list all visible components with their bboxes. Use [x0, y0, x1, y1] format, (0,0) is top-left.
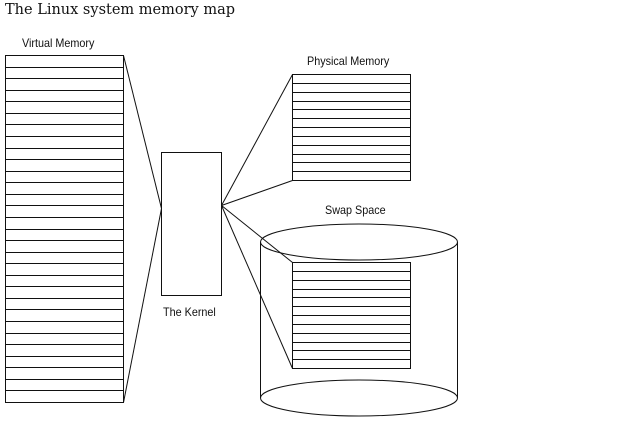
virtual-memory-block — [5, 55, 124, 403]
physical-memory-block — [292, 74, 411, 181]
diagram-title: The Linux system memory map — [5, 2, 235, 18]
swap-pages-block — [292, 262, 411, 369]
connector-vm-top — [123, 55, 162, 209]
connector-pm-top — [221, 74, 293, 206]
connector-vm-bottom — [123, 208, 162, 403]
connector-pm-bottom — [221, 180, 293, 206]
cylinder-bottom — [260, 379, 458, 417]
physical-memory-label: Physical Memory — [307, 54, 390, 68]
connector-swap-bottom — [221, 205, 293, 369]
virtual-memory-label: Virtual Memory — [22, 36, 95, 50]
connector-swap-top — [221, 205, 293, 263]
physical-memory-rows — [292, 83, 411, 172]
swap-space-cylinder — [260, 223, 458, 417]
swap-pages-rows — [292, 271, 411, 360]
cylinder-top — [260, 223, 458, 261]
kernel-label: The Kernel — [163, 305, 216, 319]
swap-space-label: Swap Space — [325, 203, 386, 217]
virtual-memory-rows — [5, 67, 124, 391]
kernel-box — [161, 152, 222, 296]
